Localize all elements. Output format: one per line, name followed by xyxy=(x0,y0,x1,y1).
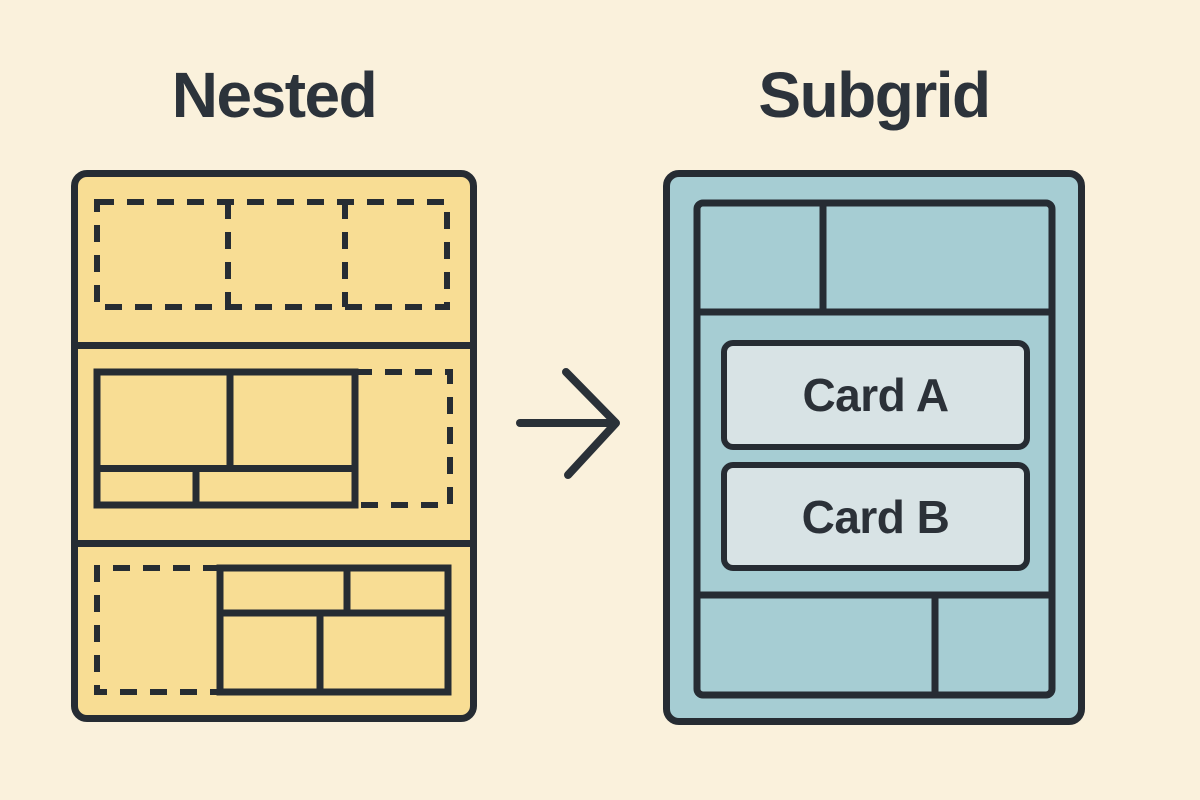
nested-panel-gridlines xyxy=(71,199,477,696)
nested-dashed-track-row1 xyxy=(94,199,450,310)
arrow-head xyxy=(562,368,620,479)
nested-solid-grid-row3 xyxy=(216,564,452,696)
card-b-box xyxy=(721,462,1030,571)
subgrid-panel xyxy=(663,170,1085,725)
subgrid-panel-gridlines xyxy=(693,199,1056,699)
subgrid-inner-frame xyxy=(693,199,1056,699)
arrow-right-icon xyxy=(516,368,620,479)
nested-panel xyxy=(71,170,477,722)
subgrid-panel-title: Subgrid xyxy=(758,59,991,131)
nested-solid-grid-row2 xyxy=(93,368,359,509)
nested-dashed-cell-row3 xyxy=(94,565,220,695)
nested-dashed-cell-row2 xyxy=(355,369,453,508)
card-b-label: Card B xyxy=(801,490,950,543)
card-a-box xyxy=(721,340,1030,450)
nested-panel-title: Nested xyxy=(171,59,378,131)
card-a-label: Card A xyxy=(802,369,949,421)
